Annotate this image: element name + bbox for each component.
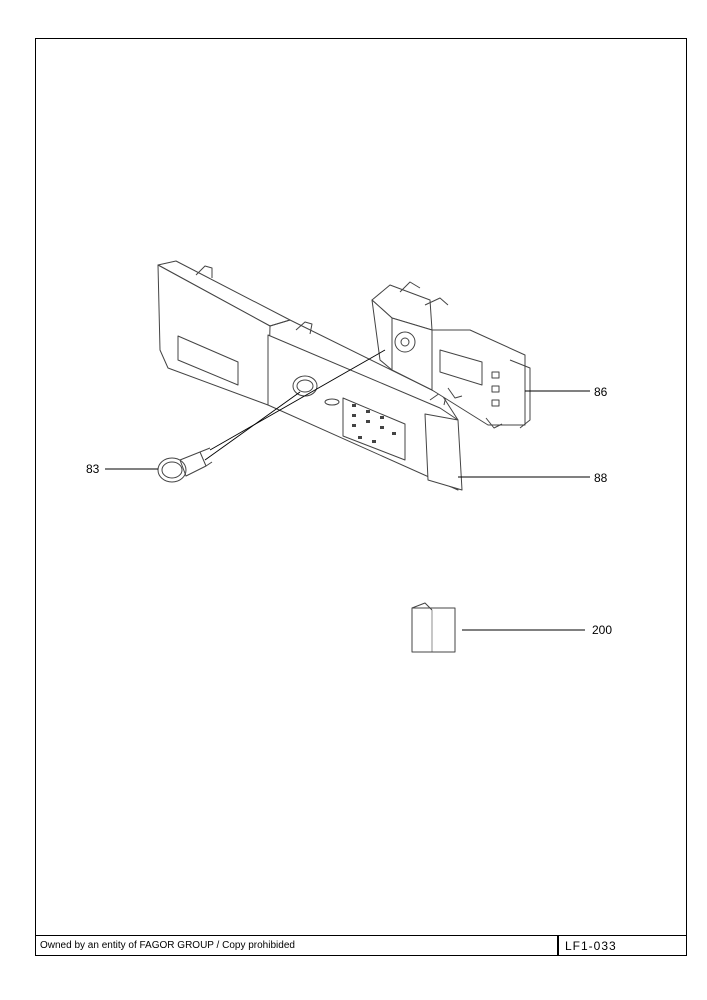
drawing-frame [35, 38, 687, 956]
ownership-notice: Owned by an entity of FAGOR GROUP / Copy… [40, 940, 295, 951]
knob-part [157, 447, 213, 483]
drawing-code: LF1-033 [565, 939, 617, 953]
callout-88: 88 [594, 471, 608, 485]
assembly-line-hole [204, 391, 301, 461]
callout-200: 200 [592, 623, 613, 637]
title-block-divider [557, 936, 559, 956]
control-module-part [371, 281, 531, 429]
title-block: Owned by an entity of FAGOR GROUP / Copy… [35, 935, 687, 956]
manual-part [411, 602, 456, 653]
assembly-line-knob [209, 349, 386, 451]
callout-86: 86 [594, 385, 608, 399]
front-panel-part [157, 260, 463, 491]
callout-83: 83 [86, 462, 100, 476]
display-buttons [352, 404, 396, 443]
